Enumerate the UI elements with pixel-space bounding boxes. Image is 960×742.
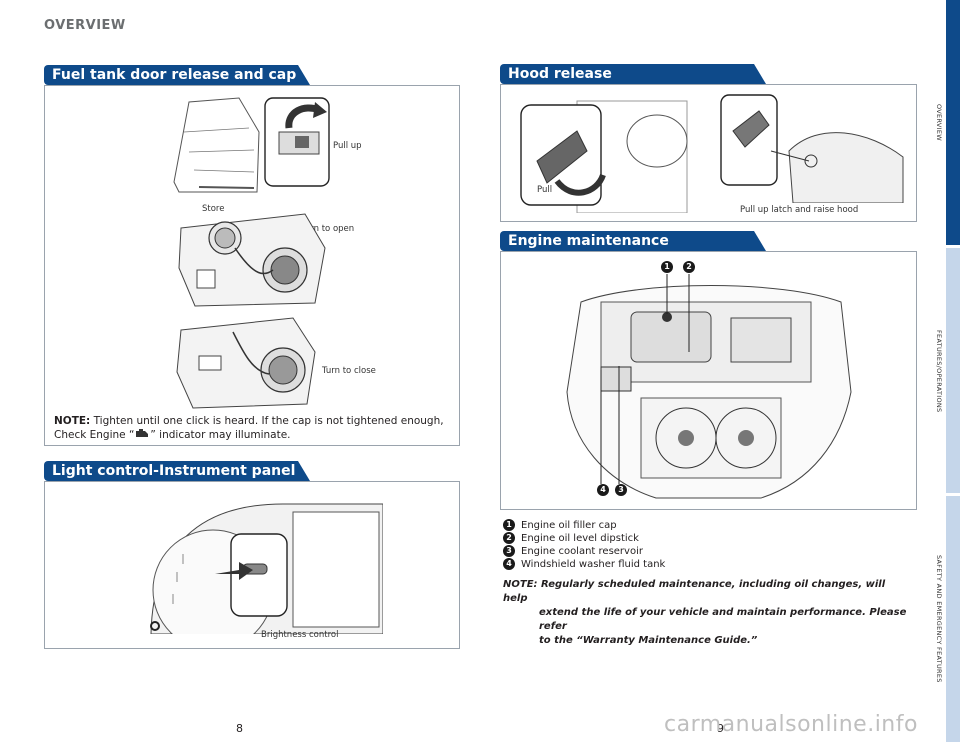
turn-to-open-label: Turn to open — [301, 224, 355, 234]
check-engine-icon — [134, 428, 150, 439]
hood-panel: Pull Pull up latch and raise hood — [500, 84, 917, 222]
sidetab-features[interactable] — [946, 248, 960, 493]
hood-section-title: Hood release — [500, 64, 766, 84]
instrument-panel-illustration — [150, 503, 383, 634]
sidetab-overview-label: OVERVIEW — [935, 104, 943, 142]
sidetab-safety[interactable] — [946, 496, 960, 742]
fuel-door-release-illustration — [173, 97, 330, 193]
engine-note: NOTE: Regularly scheduled maintenance, i… — [503, 578, 913, 648]
fuel-note-line2a: Check Engine “ — [54, 429, 135, 441]
page-number-left: 8 — [236, 722, 243, 735]
sidetab-safety-label: SAFETY AND EMERGENCY FEATURES — [935, 555, 943, 683]
callout-1-badge: 1 — [661, 261, 673, 273]
pull-up-label: Pull up — [333, 141, 362, 151]
sidetab-overview[interactable] — [946, 0, 960, 245]
light-panel: Brightness control — [44, 481, 460, 649]
callout-2-badge: 2 — [683, 261, 695, 273]
fuel-panel: Pull up Store Turn to open Turn to close… — [44, 85, 460, 446]
fuel-cap-close-illustration — [176, 317, 316, 409]
engine-note-line1: NOTE: Regularly scheduled maintenance, i… — [503, 579, 886, 604]
engine-section-title: Engine maintenance — [500, 231, 766, 251]
turn-to-close-label: Turn to close — [322, 366, 376, 376]
store-label: Store — [202, 204, 225, 214]
page-title: OVERVIEW — [44, 18, 126, 33]
fuel-cap-open-illustration — [178, 213, 326, 307]
fuel-note-label: NOTE: — [54, 415, 91, 427]
fuel-section-title: Fuel tank door release and cap — [44, 65, 310, 85]
fuel-note-line1: Tighten until one click is heard. If the… — [93, 415, 444, 427]
engine-bay-illustration — [566, 274, 852, 499]
page-number-right: 9 — [717, 722, 724, 735]
pull-up-latch-label: Pull up latch and raise hood — [740, 205, 859, 215]
fuel-note: NOTE: Tighten until one click is heard. … — [54, 414, 454, 442]
fuel-note-line2b: ” indicator may illuminate. — [150, 429, 291, 441]
hood-release-lever-illustration — [520, 100, 688, 213]
pull-label: Pull — [537, 185, 553, 195]
callout-4-badge: 4 — [597, 484, 609, 496]
callout-3-badge: 3 — [615, 484, 627, 496]
watermark: carmanualsonline.info — [664, 712, 918, 737]
engine-note-line3: to the “Warranty Maintenance Guide.” — [539, 635, 758, 646]
brightness-control-label: Brightness control — [261, 630, 339, 640]
engine-panel: 1 2 4 3 — [500, 251, 917, 510]
sidetab-features-label: FEATURES/OPERATIONS — [935, 330, 943, 413]
hood-latch-illustration — [720, 94, 904, 203]
engine-note-line2: extend the life of your vehicle and main… — [539, 607, 907, 632]
light-section-title: Light control-Instrument panel — [44, 461, 310, 481]
